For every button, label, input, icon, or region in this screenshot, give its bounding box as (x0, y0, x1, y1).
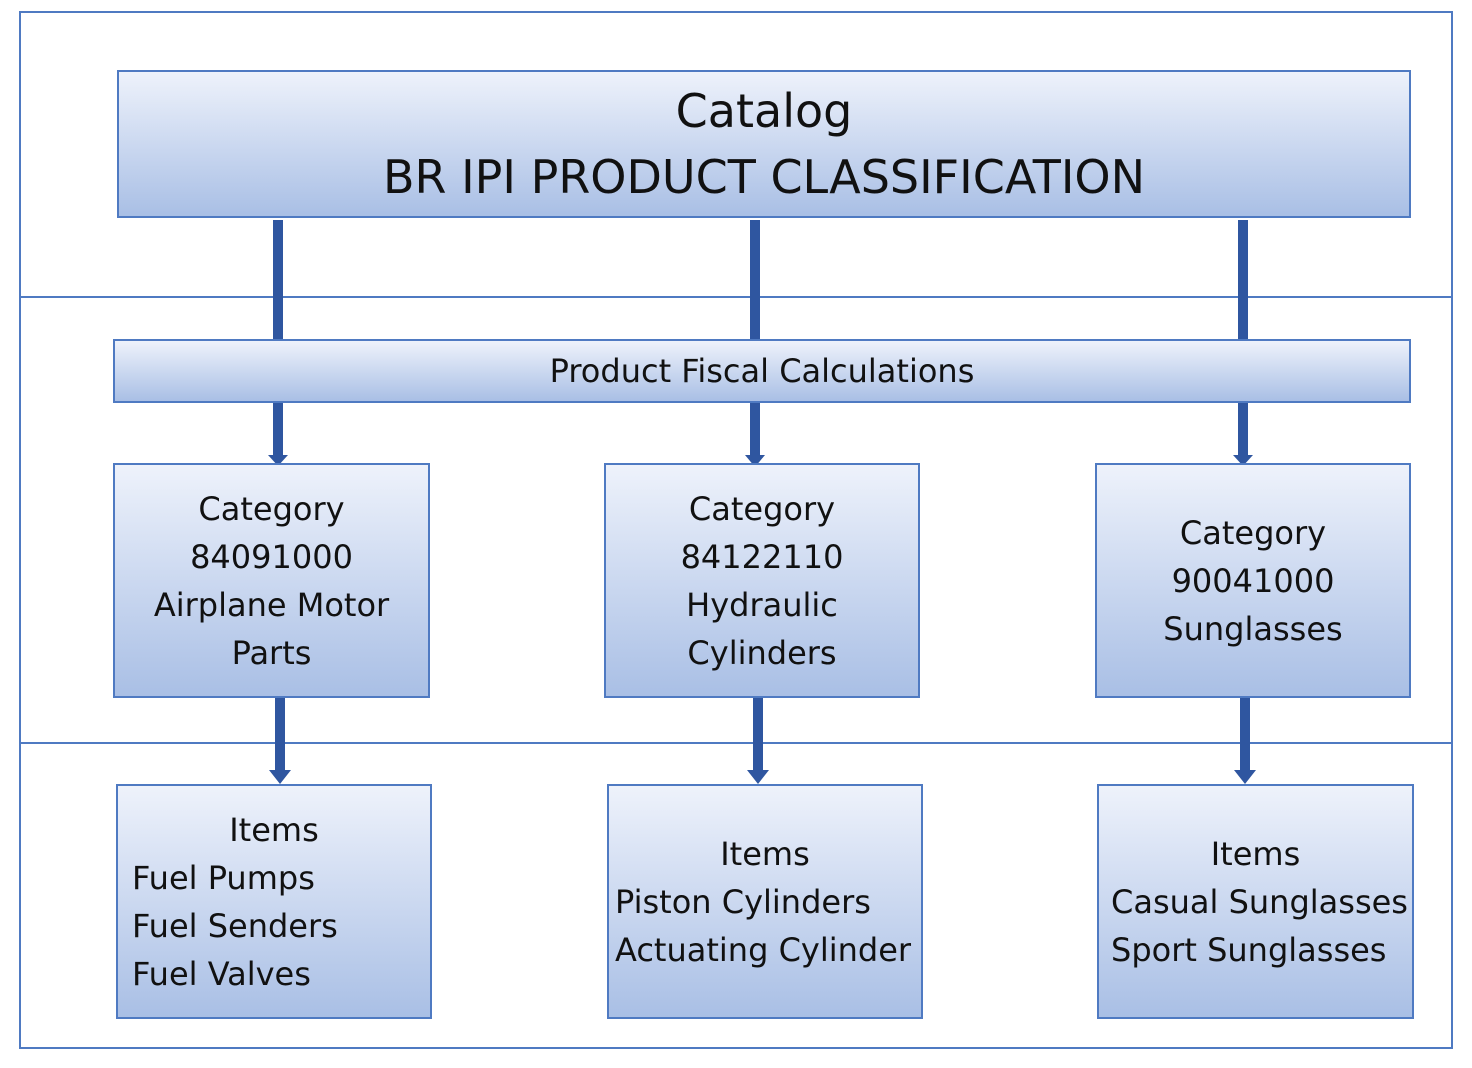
item-entry: Piston Cylinders (615, 882, 871, 921)
category-name-line: Parts (231, 633, 312, 672)
category-box-hydraulic-cylinders: Category 84122110 Hydraulic Cylinders (604, 463, 920, 698)
items-box-sunglasses: Items Casual Sunglasses Sport Sunglasses (1097, 784, 1414, 1019)
category-code: 84122110 (680, 537, 844, 576)
item-entry: Sport Sunglasses (1111, 930, 1387, 969)
item-entry: Fuel Senders (132, 906, 338, 945)
category-box-airplane-motor-parts: Category 84091000 Airplane Motor Parts (113, 463, 430, 698)
catalog-box: Catalog BR IPI PRODUCT CLASSIFICATION (117, 70, 1411, 218)
fiscal-calculations-box: Product Fiscal Calculations (113, 339, 1411, 403)
category-heading: Category (198, 489, 345, 528)
category-heading: Category (1179, 513, 1327, 552)
items-box-airplane-motor-parts: Items Fuel Pumps Fuel Senders Fuel Valve… (116, 784, 432, 1019)
category-name-line: Airplane Motor (153, 585, 390, 624)
category-name-line: Sunglasses (1163, 609, 1343, 648)
item-entry: Fuel Valves (132, 954, 311, 993)
item-entry: Actuating Cylinder (615, 930, 912, 969)
fiscal-calculations-label: Product Fiscal Calculations (549, 352, 975, 390)
category-code: 90041000 (1171, 561, 1335, 600)
item-entry: Fuel Pumps (132, 858, 315, 897)
items-band (19, 742, 1453, 1049)
category-name-line: Hydraulic (686, 585, 838, 624)
category-code: 84091000 (190, 537, 353, 576)
catalog-title: Catalog (675, 84, 853, 138)
items-box-hydraulic-cylinders: Items Piston Cylinders Actuating Cylinde… (607, 784, 923, 1019)
items-heading: Items (720, 834, 810, 873)
category-heading: Category (688, 489, 836, 528)
catalog-subtitle: BR IPI PRODUCT CLASSIFICATION (382, 150, 1146, 204)
category-name-line: Cylinders (687, 633, 837, 672)
item-entry: Casual Sunglasses (1111, 882, 1408, 921)
category-box-sunglasses: Category 90041000 Sunglasses (1095, 463, 1411, 698)
items-heading: Items (1210, 834, 1301, 873)
items-heading: Items (229, 810, 319, 849)
